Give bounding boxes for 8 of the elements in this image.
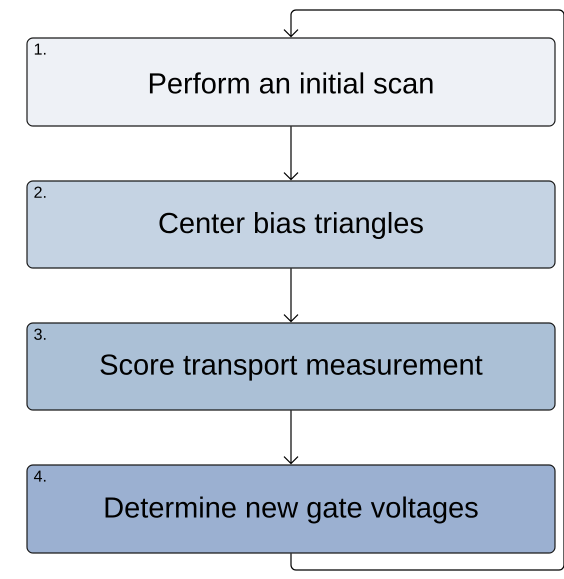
arrow — [284, 268, 298, 322]
process-box: 4. Determine new gate voltages — [26, 464, 556, 554]
arrow — [284, 9, 564, 571]
process-box: 2. Center bias triangles — [26, 180, 556, 269]
arrow — [284, 126, 298, 180]
arrow — [284, 410, 298, 464]
process-box: 3. Score transport measurement — [26, 322, 556, 411]
process-box: 1. Perform an initial scan — [26, 37, 556, 127]
